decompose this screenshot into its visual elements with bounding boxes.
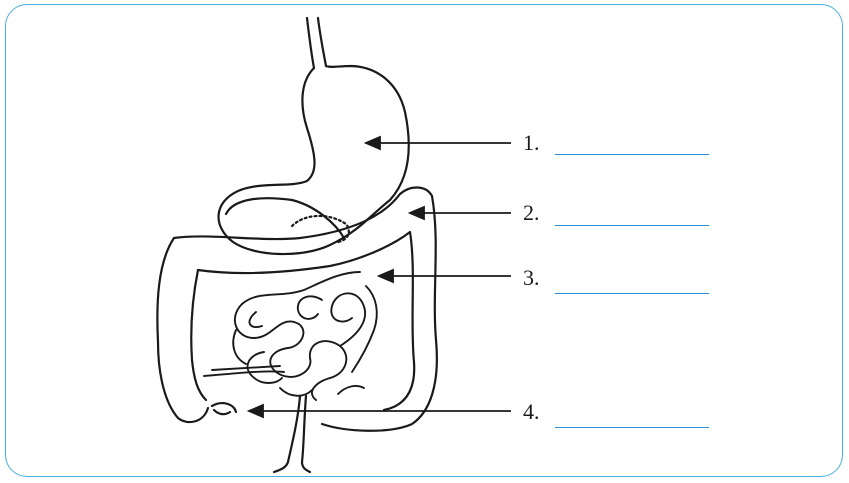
appendix [214, 410, 230, 414]
label-number-2: 2. [523, 202, 540, 224]
small-intestine [204, 272, 377, 400]
arrowhead-4 [249, 405, 263, 417]
answer-blank-1[interactable] [555, 154, 709, 155]
answer-blank-3[interactable] [555, 293, 709, 294]
label-number-1: 1. [523, 132, 540, 154]
answer-blank-4[interactable] [555, 427, 709, 428]
arrowhead-2 [410, 207, 424, 219]
large-intestine-inner [198, 232, 414, 410]
esophagus [307, 18, 326, 68]
answer-blank-2[interactable] [555, 225, 709, 226]
rectum [274, 396, 310, 472]
label-number-3: 3. [523, 267, 540, 289]
stomach [219, 66, 409, 254]
ascending-colon-inner [191, 270, 206, 400]
arrowhead-3 [379, 270, 393, 282]
arrowhead-1 [366, 137, 380, 149]
label-number-4: 4. [523, 401, 540, 423]
stomach-inner-curve [226, 198, 344, 238]
